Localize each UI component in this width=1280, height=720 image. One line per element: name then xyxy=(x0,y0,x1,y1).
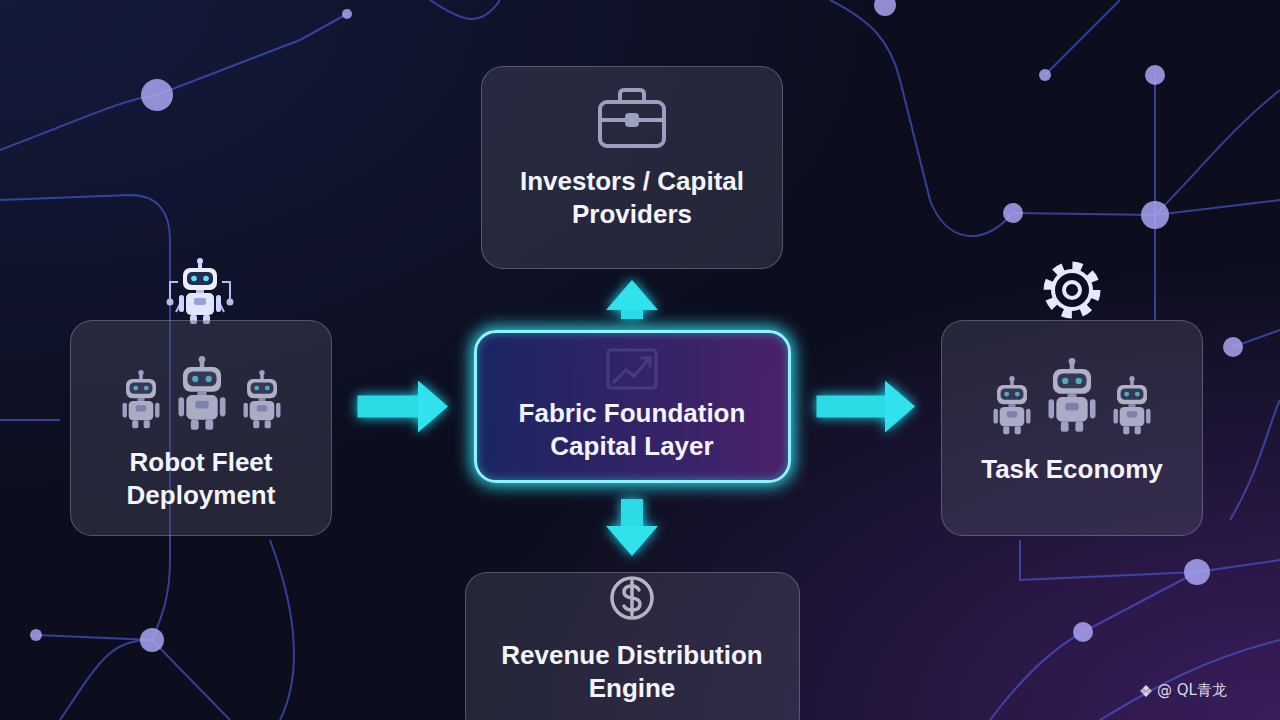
watermark: @ QL青龙 xyxy=(1157,681,1227,700)
flow-arrow xyxy=(621,499,643,526)
node-label: Investors / Capital Providers xyxy=(497,165,767,230)
process-box: Task Economy xyxy=(941,320,1203,536)
process-box: Robot Fleet Deployment xyxy=(70,320,332,536)
flow-arrow xyxy=(357,396,418,418)
core-layer-box: Fabric Foundation Capital Layer xyxy=(474,330,791,483)
flow-arrow xyxy=(817,396,886,418)
node-label: Task Economy xyxy=(981,453,1163,486)
process-box: Revenue Distribution Engine xyxy=(465,572,800,720)
node-label: Robot Fleet Deployment xyxy=(86,446,316,511)
process-box: Investors / Capital Providers xyxy=(481,66,783,269)
flow-arrow xyxy=(621,310,643,319)
node-label: Fabric Foundation Capital Layer xyxy=(490,397,775,462)
node-label: Revenue Distribution Engine xyxy=(467,639,797,704)
